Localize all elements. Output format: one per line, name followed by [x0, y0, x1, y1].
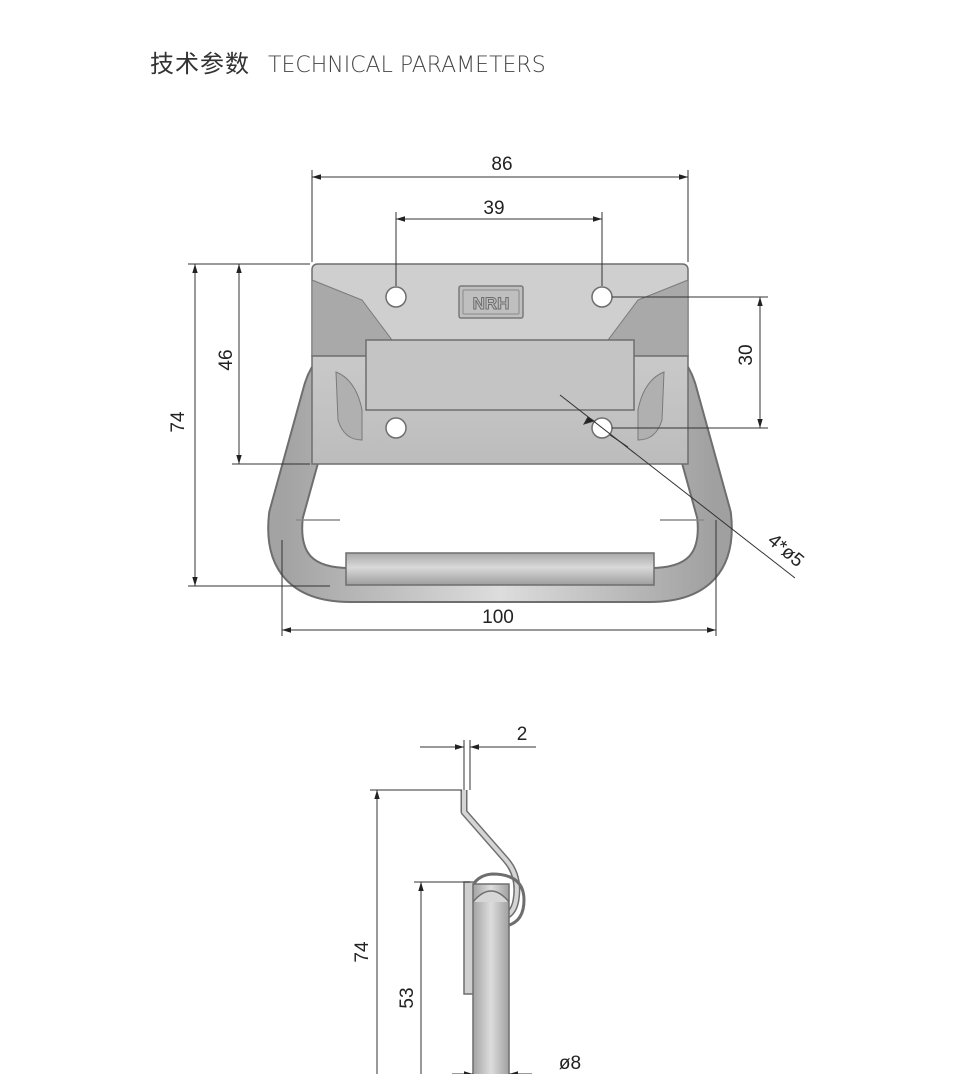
nrh-logo: NRH	[458, 285, 524, 319]
mounting-hole	[385, 417, 407, 439]
title-chinese: 技术参数	[150, 50, 250, 78]
dim-plate-height	[232, 264, 310, 465]
mounting-hole	[385, 286, 407, 308]
dim-label-100: 100	[482, 607, 514, 628]
dim-hole-spacing-x	[395, 212, 603, 286]
mounting-holes	[385, 286, 613, 439]
dim-handle-width	[281, 520, 717, 636]
dim-label-39: 39	[483, 198, 504, 219]
dim-label-hole-spec: 4*ø5	[763, 530, 807, 572]
handle-rod-side	[472, 883, 510, 1074]
dim-label-2: 2	[517, 724, 528, 745]
dim-label-46: 46	[216, 349, 237, 370]
dim-overall-height	[188, 263, 330, 587]
dim-label-side-74: 74	[352, 941, 373, 963]
dim-hole-spacing-y	[612, 296, 768, 429]
dim-side-overall-height	[370, 789, 462, 1074]
dim-label-74: 74	[168, 411, 189, 433]
dim-label-53: 53	[397, 987, 418, 1008]
mounting-hole	[591, 286, 613, 308]
dim-label-30: 30	[736, 344, 757, 365]
dim-handle-height	[414, 881, 470, 1074]
side-view: 2 74 53 ø8	[352, 724, 581, 1074]
front-view: NRH 86 39 74 46	[168, 154, 808, 636]
svg-text:NRH: NRH	[473, 294, 510, 313]
section-title: 技术参数 TECHNICAL PARAMETERS	[150, 44, 546, 78]
title-english: TECHNICAL PARAMETERS	[268, 53, 546, 78]
dim-label-rod-diameter: ø8	[559, 1053, 581, 1074]
dim-overall-width	[311, 170, 689, 262]
dim-label-86: 86	[491, 154, 512, 175]
dim-thickness	[420, 740, 536, 790]
dim-hole-spec-leader	[559, 394, 796, 579]
